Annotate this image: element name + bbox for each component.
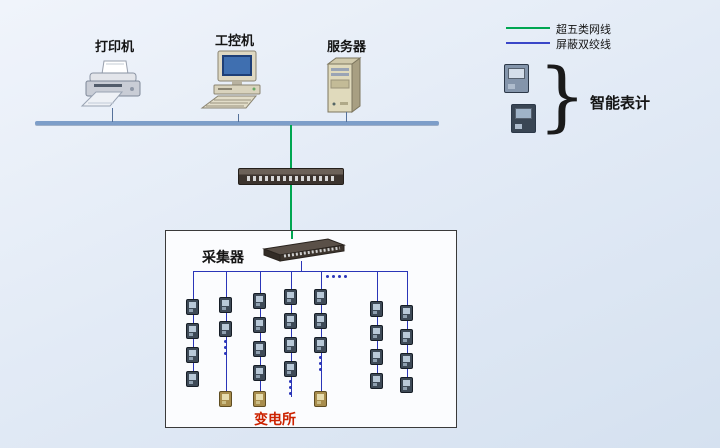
server-label: 服务器 <box>327 39 367 54</box>
meter-icon <box>400 305 413 321</box>
meter-icon <box>400 329 413 345</box>
meter-icon <box>186 371 199 387</box>
ellipsis-dot <box>326 275 329 278</box>
ellipsis-dot <box>224 340 227 343</box>
meter-icon <box>219 297 232 313</box>
meter-icon <box>253 317 266 333</box>
ellipsis-dot <box>319 368 322 371</box>
curly-brace: } <box>538 51 587 140</box>
network-bus-line <box>35 121 439 125</box>
smart-meter-icon-light <box>504 64 529 93</box>
industrial-pc-label: 工控机 <box>215 33 255 48</box>
meter-branch-wire <box>321 271 322 399</box>
meter-icon <box>370 301 383 317</box>
ellipsis-dot <box>332 275 335 278</box>
collector-device-icon <box>262 237 346 270</box>
cat5e-wire-switch-to-collector <box>290 183 292 230</box>
meter-icon <box>284 289 297 305</box>
ellipsis-dot <box>224 346 227 349</box>
substation-label: 变电所 <box>254 411 296 427</box>
smart-meters-label: 智能表计 <box>590 95 651 112</box>
server-icon <box>324 56 368 121</box>
meter-icon <box>253 365 266 381</box>
meter-branch-wire <box>260 271 261 399</box>
ellipsis-dot <box>289 392 292 395</box>
trunk-wire <box>193 271 408 272</box>
meter-icon <box>400 377 413 393</box>
legend-twisted-pair-label: 屏蔽双绞线 <box>556 39 611 51</box>
meter-branch-wire <box>291 271 292 397</box>
meter-icon <box>284 337 297 353</box>
ellipsis-dot <box>289 380 292 383</box>
meter-icon <box>370 349 383 365</box>
cat5e-wire-bus-to-switch <box>290 125 292 169</box>
meter-icon <box>370 325 383 341</box>
meter-icon <box>314 313 327 329</box>
ellipsis-dot <box>338 275 341 278</box>
meter-icon <box>253 391 266 407</box>
collector-drop-wire <box>301 261 302 271</box>
cat5e-wire-into-box <box>291 231 293 239</box>
server-drop-wire <box>346 112 347 122</box>
ellipsis-dot <box>289 386 292 389</box>
legend-twisted-pair-line <box>506 42 550 44</box>
ellipsis-dot <box>344 275 347 278</box>
meter-grid: 采集器 变电所 <box>165 230 457 428</box>
ellipsis-dot <box>319 356 322 359</box>
smart-meter-icon-dark <box>511 104 536 133</box>
meter-icon <box>186 323 199 339</box>
meter-icon <box>370 373 383 389</box>
meter-icon <box>284 361 297 377</box>
collector-label: 采集器 <box>202 249 244 265</box>
meter-icon <box>253 293 266 309</box>
ellipsis-dot <box>319 362 322 365</box>
legend-cat5e-line <box>506 27 550 29</box>
meter-icon <box>314 391 327 407</box>
ethernet-switch-icon <box>238 168 344 185</box>
meter-icon <box>314 337 327 353</box>
meter-icon <box>219 321 232 337</box>
printer-icon <box>80 60 146 115</box>
printer-drop-wire <box>112 108 113 122</box>
ellipsis-dot <box>224 352 227 355</box>
meter-icon <box>186 299 199 315</box>
meter-icon <box>186 347 199 363</box>
legend-cat5e-label: 超五类网线 <box>556 24 611 36</box>
printer-label: 打印机 <box>95 39 135 54</box>
meter-icon <box>253 341 266 357</box>
meter-icon <box>219 391 232 407</box>
pc-drop-wire <box>238 114 239 122</box>
industrial-pc-icon <box>198 50 278 121</box>
meter-icon <box>284 313 297 329</box>
meter-icon <box>314 289 327 305</box>
meter-icon <box>400 353 413 369</box>
